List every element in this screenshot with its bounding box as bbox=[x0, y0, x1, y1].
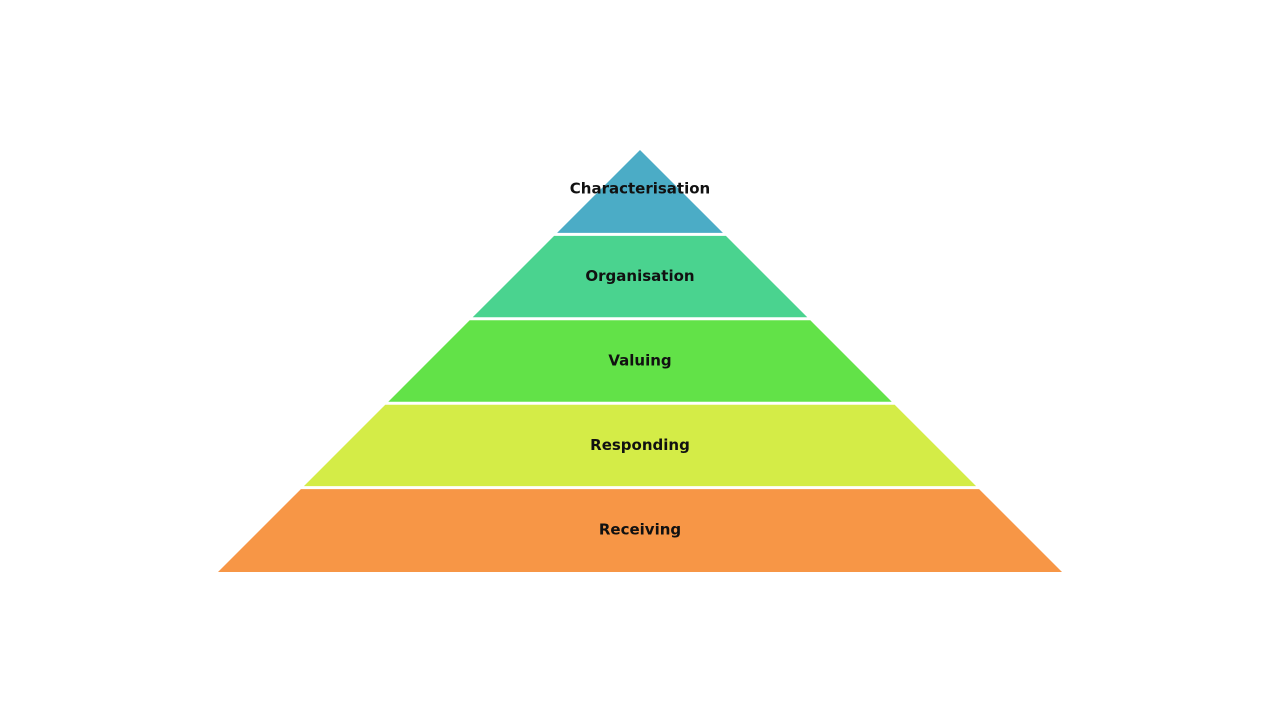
pyramid-level-label: Characterisation bbox=[570, 179, 710, 197]
pyramid-band bbox=[388, 320, 892, 402]
pyramid-level-label: Responding bbox=[590, 436, 690, 454]
pyramid-level-receiving: Receiving bbox=[218, 489, 1062, 572]
pyramid-band bbox=[472, 235, 808, 318]
pyramid-level-label: Valuing bbox=[608, 352, 671, 370]
pyramid-level-label: Receiving bbox=[599, 520, 681, 538]
pyramid-band bbox=[303, 404, 977, 487]
pyramid-level-label: Organisation bbox=[585, 267, 694, 285]
pyramid-level-organisation: Organisation bbox=[472, 235, 808, 318]
pyramid-band bbox=[557, 150, 723, 233]
pyramid-level-valuing: Valuing bbox=[388, 320, 892, 402]
pyramid-level-characterisation: Characterisation bbox=[557, 150, 723, 233]
pyramid-level-responding: Responding bbox=[303, 404, 977, 487]
pyramid-band bbox=[218, 489, 1062, 572]
